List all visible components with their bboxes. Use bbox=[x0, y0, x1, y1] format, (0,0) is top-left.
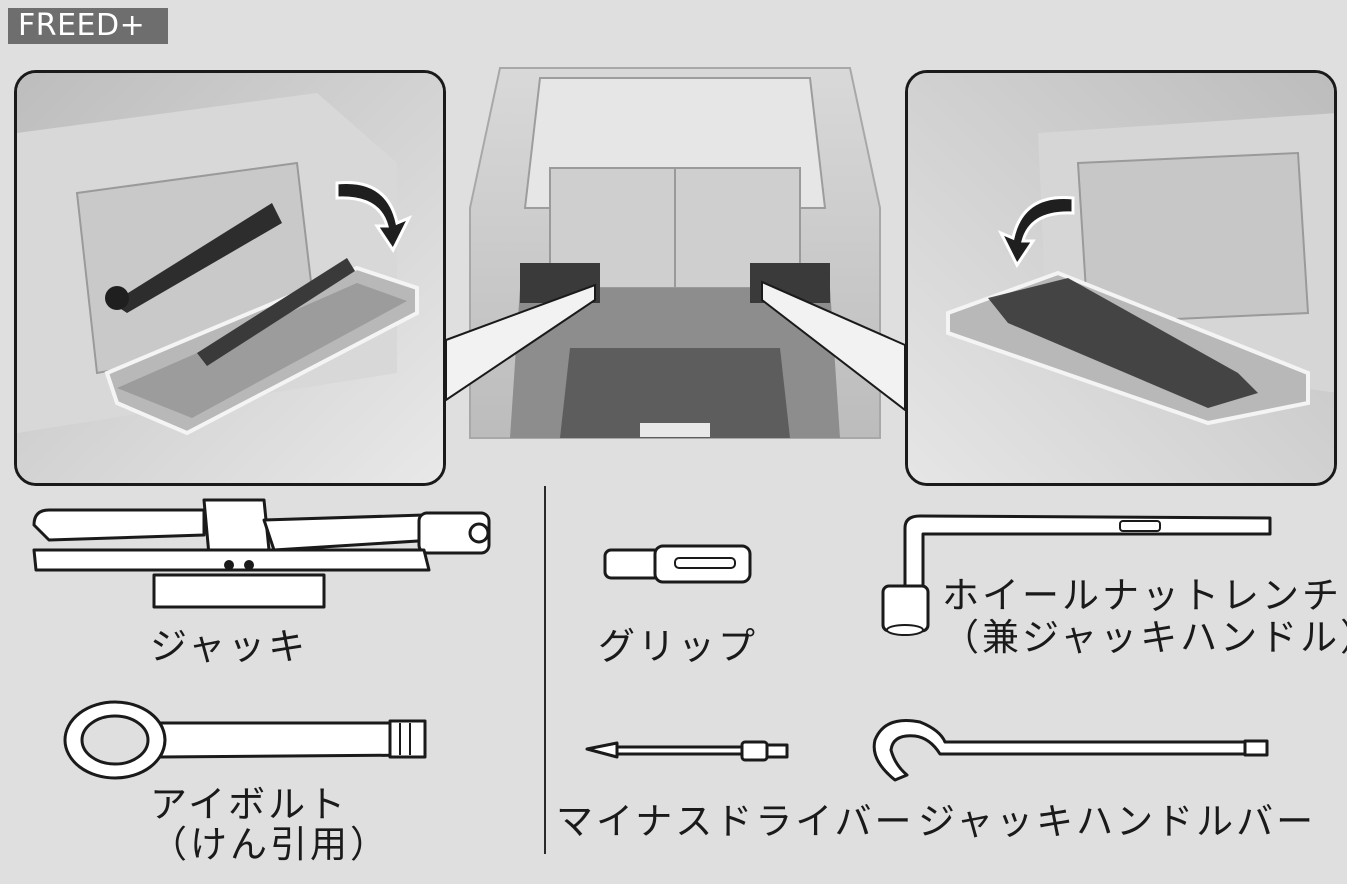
eyebolt-illustration bbox=[63, 700, 427, 780]
label-eyebolt: アイボルト （けん引用） bbox=[150, 785, 390, 865]
right-storage-inset bbox=[905, 70, 1337, 486]
wrench-line1: ホイールナットレンチ bbox=[942, 574, 1342, 617]
label-wrench: ホイールナットレンチ （兼ジャッキハンドル） bbox=[942, 575, 1347, 659]
label-screwdriver: マイナスドライバー bbox=[556, 800, 915, 843]
grip-illustration bbox=[603, 544, 752, 584]
screwdriver-illustration bbox=[585, 740, 789, 762]
label-handle-bar: ジャッキハンドルバー bbox=[918, 800, 1317, 843]
wrench-illustration bbox=[881, 514, 1272, 636]
jack-illustration bbox=[32, 498, 491, 609]
curved-arrow-counterclockwise-icon bbox=[997, 196, 1075, 268]
column-divider bbox=[544, 486, 546, 854]
curved-arrow-clockwise-icon bbox=[335, 181, 413, 253]
eyebolt-line1: アイボルト bbox=[150, 783, 349, 826]
handle-bar-illustration bbox=[872, 719, 1269, 782]
eyebolt-line2: （けん引用） bbox=[150, 823, 390, 866]
left-storage-inset bbox=[14, 70, 446, 486]
label-grip: グリップ bbox=[598, 625, 758, 668]
wrench-line2: （兼ジャッキハンドル） bbox=[942, 616, 1347, 659]
label-jack: ジャッキ bbox=[150, 625, 309, 668]
model-badge: FREED+ bbox=[8, 8, 168, 44]
car-rear-view bbox=[469, 67, 881, 439]
